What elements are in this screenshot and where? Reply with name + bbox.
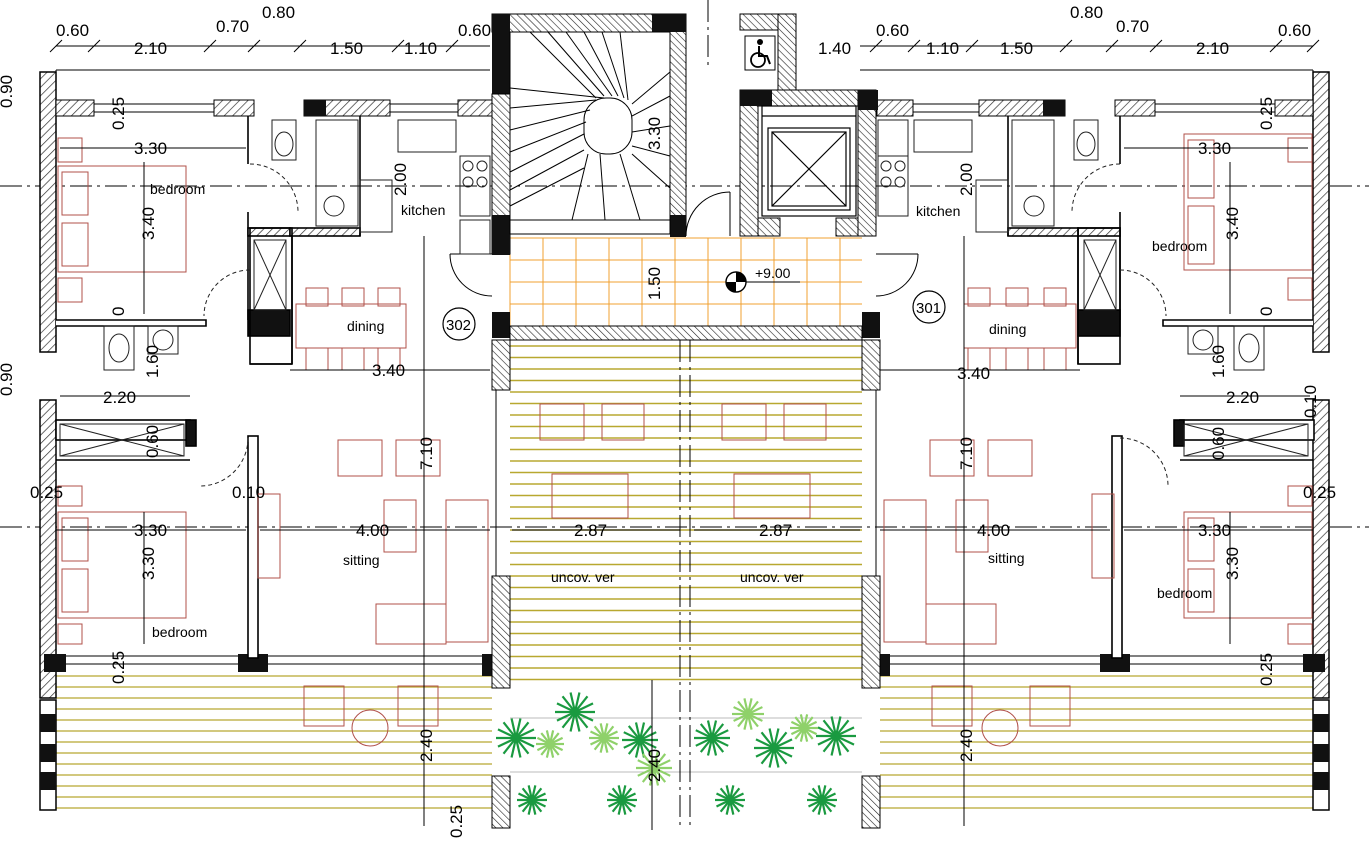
dimension-lines (49, 39, 1320, 830)
interior-dimensions: 3.30 3.30 3.30 3.30 3.40 3.40 3.30 3.30 … (30, 97, 1336, 838)
staircase (491, 13, 687, 255)
dim-010-r: 0.10 (1301, 385, 1320, 418)
dim-330-stair: 3.30 (645, 117, 664, 150)
dim-top-l-6: 0.60 (458, 21, 491, 40)
room-label-bedroom-tl: bedroom (150, 181, 205, 197)
dim-top-r-3: 1.50 (1000, 39, 1033, 58)
interior-walls-right (1007, 116, 1315, 659)
svg-text:302: 302 (446, 317, 471, 334)
room-label-dining-l: dining (347, 318, 384, 334)
room-label-veranda-l: uncov. ver (551, 569, 615, 585)
room-label-kitchen-r: kitchen (916, 203, 960, 219)
dim-top-r-1: 0.60 (876, 21, 909, 40)
dim-025-tl: 0.25 (109, 97, 128, 130)
furniture (57, 133, 1313, 747)
fixtures (59, 119, 1309, 487)
dim-top-l-5: 1.10 (404, 39, 437, 58)
dim-340-v-r: 3.40 (1223, 207, 1242, 240)
dim-top-r-4: 0.80 (1070, 3, 1103, 22)
room-label-bedroom-tr: bedroom (1152, 238, 1207, 254)
level-value: +9.00 (755, 265, 791, 281)
interior-walls-left (55, 116, 361, 659)
bottom-terrace (56, 675, 1313, 809)
room-label-kitchen-l: kitchen (401, 202, 445, 218)
dim-025-right: 0.25 (1303, 483, 1336, 502)
garden-planting (496, 688, 862, 826)
left-edge-label-mid: 0.90 (0, 363, 16, 396)
dim-340-v-l: 3.40 (139, 207, 158, 240)
dim-330-bl: 3.30 (134, 521, 167, 540)
dim-top-r-5: 0.70 (1116, 17, 1149, 36)
dim-160-l: 1.60 (143, 345, 162, 378)
dim-220-l: 2.20 (103, 388, 136, 407)
dim-340-h-l: 3.40 (372, 361, 405, 380)
room-label-bedroom-bl: bedroom (152, 624, 207, 640)
dim-400-r: 4.00 (977, 521, 1010, 540)
svg-text:301: 301 (916, 300, 941, 317)
dim-060-l: 0.60 (143, 425, 162, 458)
dim-top-l-0: 0.60 (56, 21, 89, 40)
dim-025-br: 0.25 (1257, 653, 1276, 686)
dim-330-br: 3.30 (1198, 521, 1231, 540)
dim-287-r: 2.87 (759, 521, 792, 540)
dim-150: 1.50 (645, 267, 664, 300)
dim-0-r: 0 (1257, 307, 1276, 316)
dim-710-l: 7.10 (417, 437, 436, 470)
room-label-sitting-l: sitting (343, 552, 380, 568)
dim-330-v-r: 3.30 (1223, 547, 1242, 580)
dim-top-l-4: 1.50 (330, 39, 363, 58)
dim-top-l-1: 2.10 (134, 39, 167, 58)
dim-top-r-6: 2.10 (1196, 39, 1229, 58)
elevator-shaft (739, 13, 878, 237)
wheelchair-icon (744, 35, 776, 71)
dim-025-tr: 0.25 (1257, 97, 1276, 130)
dim-0-l: 0 (109, 307, 128, 316)
unit-badge-301: 301 (912, 290, 946, 324)
dim-025-bl: 0.25 (109, 651, 128, 684)
room-label-bedroom-br: bedroom (1157, 585, 1212, 601)
left-edge-label-top: 0.90 (0, 75, 16, 108)
dim-top-r-0: 1.40 (818, 39, 851, 58)
dim-287-l: 2.87 (574, 521, 607, 540)
level-marker-icon: +9.00 (725, 265, 800, 293)
dim-240-l: 2.40 (417, 729, 436, 762)
dim-330-tl: 3.30 (134, 139, 167, 158)
unit-badge-302: 302 (442, 307, 476, 341)
room-label-sitting-r: sitting (988, 550, 1025, 566)
stair-icon (509, 31, 671, 235)
dim-160-r: 1.60 (1209, 345, 1228, 378)
dim-top-r-7: 0.60 (1278, 21, 1311, 40)
dim-010-mid: 0.10 (232, 483, 265, 502)
dim-top-l-3: 0.80 (262, 3, 295, 22)
landing-tiles (509, 237, 862, 327)
dim-240-c: 2.40 (645, 749, 664, 782)
dim-330-tr: 3.30 (1198, 139, 1231, 158)
top-dimensions-left: 0.60 2.10 0.70 0.80 1.50 1.10 0.60 (56, 3, 491, 58)
elevator-icon (761, 105, 857, 217)
top-dimensions-right: 1.40 0.60 1.10 1.50 0.80 0.70 2.10 0.60 (818, 3, 1311, 58)
dim-025-bottom: 0.25 (447, 805, 466, 838)
dim-400-l: 4.00 (356, 521, 389, 540)
dim-top-r-2: 1.10 (926, 39, 959, 58)
dim-025-left: 0.25 (30, 483, 63, 502)
dim-710-r: 7.10 (957, 437, 976, 470)
dim-top-l-2: 0.70 (216, 17, 249, 36)
veranda-columns (491, 312, 881, 829)
dim-330-v-l: 3.30 (139, 547, 158, 580)
dim-240-r: 2.40 (957, 729, 976, 762)
room-label-dining-r: dining (989, 321, 1026, 337)
room-label-veranda-r: uncov. ver (740, 569, 804, 585)
uncovered-veranda (510, 340, 862, 683)
dim-200-l: 2.00 (391, 163, 410, 196)
dim-060-r: 0.60 (1209, 427, 1228, 460)
dim-220-r: 2.20 (1226, 388, 1259, 407)
dim-340-h-r: 3.40 (957, 364, 990, 383)
dim-200-r: 2.00 (957, 163, 976, 196)
